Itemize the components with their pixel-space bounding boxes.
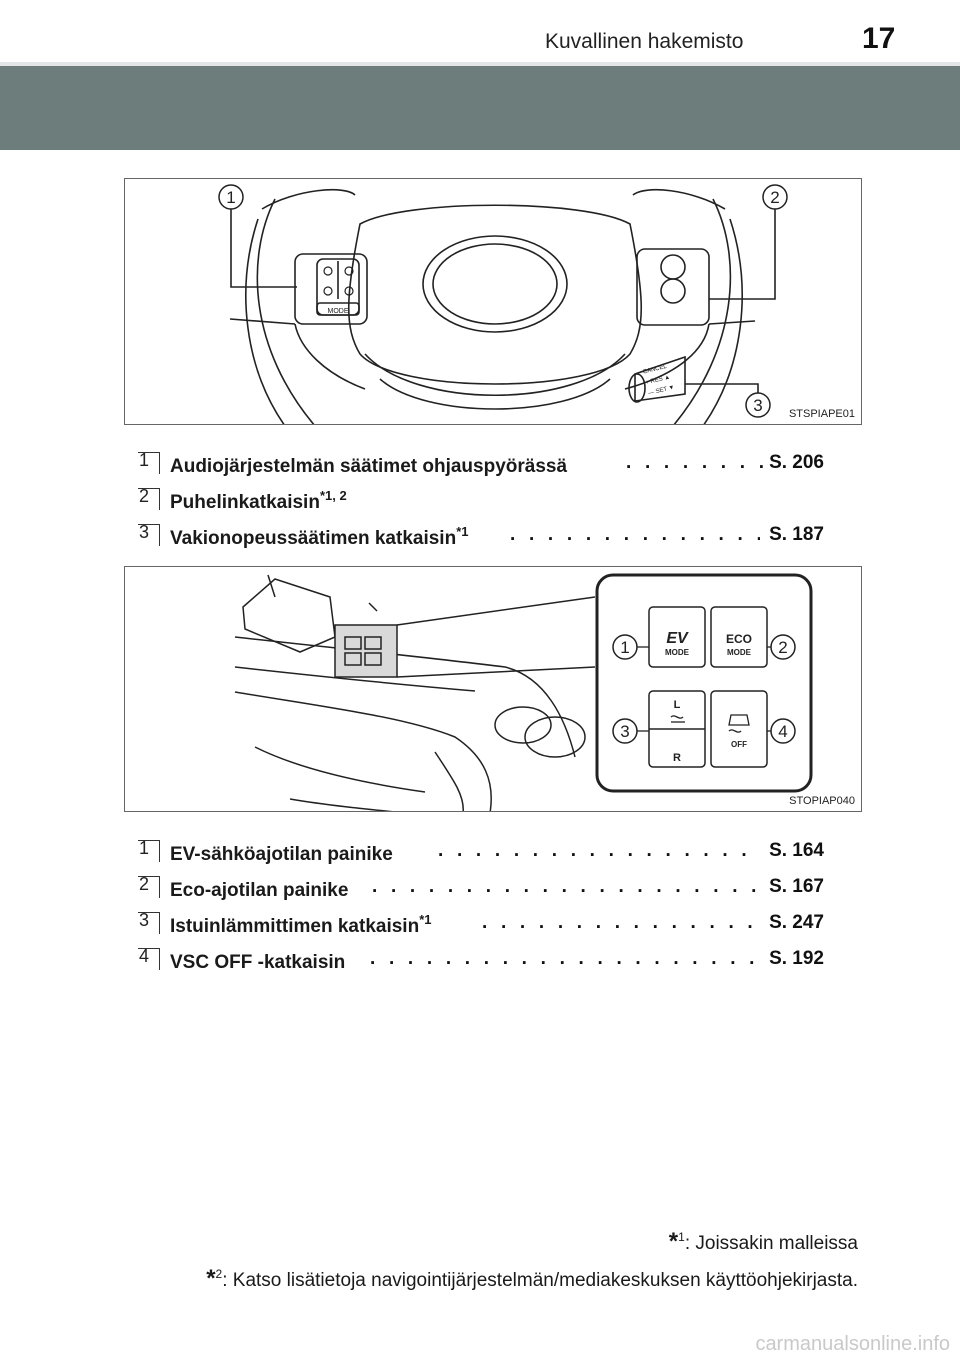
- ev-mode-label: MODE: [665, 648, 690, 657]
- item-number: 2: [138, 874, 160, 898]
- item-number: 4: [138, 946, 160, 970]
- page-reference[interactable]: S. 192: [769, 948, 824, 969]
- page-reference[interactable]: S. 164: [769, 840, 824, 861]
- item-label: Istuinlämmittimen katkaisin*1: [170, 912, 432, 937]
- cancel-label: CANCEL: [642, 364, 668, 376]
- item-number: 3: [138, 910, 160, 934]
- callout-2: 2: [770, 188, 779, 207]
- ev-mode-button[interactable]: [648, 606, 706, 668]
- section-title: Kuvallinen hakemisto: [545, 30, 744, 53]
- set-label: — SET ▼: [648, 385, 675, 397]
- callout-4: 4: [778, 722, 787, 741]
- list-item: 1 EV-sähköajotilan painike . . . . . . .…: [138, 836, 838, 872]
- callout-1: 1: [620, 638, 629, 657]
- list-item: 2 Eco-ajotilan painike . . . . . . . . .…: [138, 872, 838, 908]
- page-reference[interactable]: S. 167: [769, 876, 824, 897]
- item-number: 2: [138, 486, 160, 510]
- dot-leader: . . . . . . . . . . . . . . . . . . . .: [510, 524, 760, 545]
- console-buttons-list: 1 EV-sähköajotilan painike . . . . . . .…: [138, 836, 838, 980]
- steering-wheel-figure: MODE CANCEL + RES ▲ — SET ▼ 1 2 3 STSPIA…: [124, 178, 862, 425]
- steering-controls-list: 1 Audiojärjestelmän säätimet ohjauspyörä…: [138, 448, 838, 556]
- eco-mode-button[interactable]: [710, 606, 768, 668]
- seat-left-label: L: [674, 699, 681, 711]
- callout-2-circle: [762, 184, 788, 210]
- vsc-icon: [728, 714, 750, 726]
- header-rule: [0, 62, 960, 66]
- seat-right-label: R: [673, 752, 681, 764]
- list-item: 3 Istuinlämmittimen katkaisin*1 . . . . …: [138, 908, 838, 944]
- list-item: 1 Audiojärjestelmän säätimet ohjauspyörä…: [138, 448, 838, 484]
- footnotes: *1: Joissakin malleissa *2: Katso lisäti…: [206, 1222, 858, 1296]
- item-label: VSC OFF -katkaisin: [170, 952, 346, 973]
- res-label: + RES ▲: [645, 374, 671, 386]
- console-buttons-figure: EV MODE ECO MODE L R OFF: [124, 566, 862, 812]
- vsc-off-label: OFF: [731, 740, 747, 749]
- dot-leader: . . . . . . . . . . . . . . . . . . . . …: [438, 840, 756, 861]
- seat-heater-icon: [670, 715, 684, 719]
- item-number: 1: [138, 450, 160, 474]
- page-reference[interactable]: S. 206: [769, 452, 824, 473]
- dot-leader: . . . . . . . . . . .: [626, 452, 766, 473]
- mode-label: MODE: [328, 308, 349, 315]
- watermark: carmanualsonline.info: [755, 1333, 950, 1355]
- item-number: 3: [138, 522, 160, 546]
- callout-2: 2: [778, 638, 787, 657]
- item-label: Audiojärjestelmän säätimet ohjauspyöräss…: [170, 456, 568, 477]
- dot-leader: . . . . . . . . . . . . . . . . . . . . …: [482, 912, 758, 933]
- footnote-1: *1: Joissakin malleissa: [668, 1228, 858, 1255]
- item-number: 1: [138, 838, 160, 862]
- page-header: Kuvallinen hakemisto 17: [0, 0, 960, 62]
- steering-wheel-illustration: MODE CANCEL + RES ▲ — SET ▼ 1 2 3: [218, 184, 788, 424]
- callout-3-circle: [745, 392, 771, 418]
- callout-1-circle: [218, 184, 244, 210]
- dot-leader: . . . . . . . . . . . . . . . . . . . . …: [370, 948, 758, 969]
- eco-mode-label: MODE: [727, 648, 752, 657]
- callout-1: 1: [226, 188, 235, 207]
- item-label: Vakionopeussäätimen katkaisin*1: [170, 524, 469, 549]
- page-reference[interactable]: S. 247: [769, 912, 824, 933]
- ev-label: EV: [666, 630, 689, 647]
- callout-3: 3: [620, 722, 629, 741]
- chapter-banner: [0, 66, 960, 150]
- figure-code: STOPIAP040: [789, 795, 855, 807]
- callout-3: 3: [753, 396, 762, 415]
- figure-code: STSPIAPE01: [788, 408, 855, 420]
- item-label: Puhelinkatkaisin*1, 2: [170, 488, 347, 513]
- page-number: 17: [862, 22, 896, 55]
- list-item: 4 VSC OFF -katkaisin . . . . . . . . . .…: [138, 944, 838, 980]
- list-item: 2 Puhelinkatkaisin*1, 2: [138, 484, 838, 520]
- item-label: EV-sähköajotilan painike: [170, 844, 393, 865]
- page-reference[interactable]: S. 187: [769, 524, 824, 545]
- eco-label: ECO: [726, 632, 752, 646]
- console-illustration: EV MODE ECO MODE L R OFF: [234, 573, 813, 811]
- dot-leader: . . . . . . . . . . . . . . . . . . . . …: [372, 876, 758, 897]
- vsc-off-button[interactable]: [710, 690, 768, 768]
- footnote-2: *2: Katso lisätietoja navigointijärjeste…: [206, 1265, 858, 1292]
- item-label: Eco-ajotilan painike: [170, 880, 349, 901]
- list-item: 3 Vakionopeussäätimen katkaisin*1 . . . …: [138, 520, 838, 556]
